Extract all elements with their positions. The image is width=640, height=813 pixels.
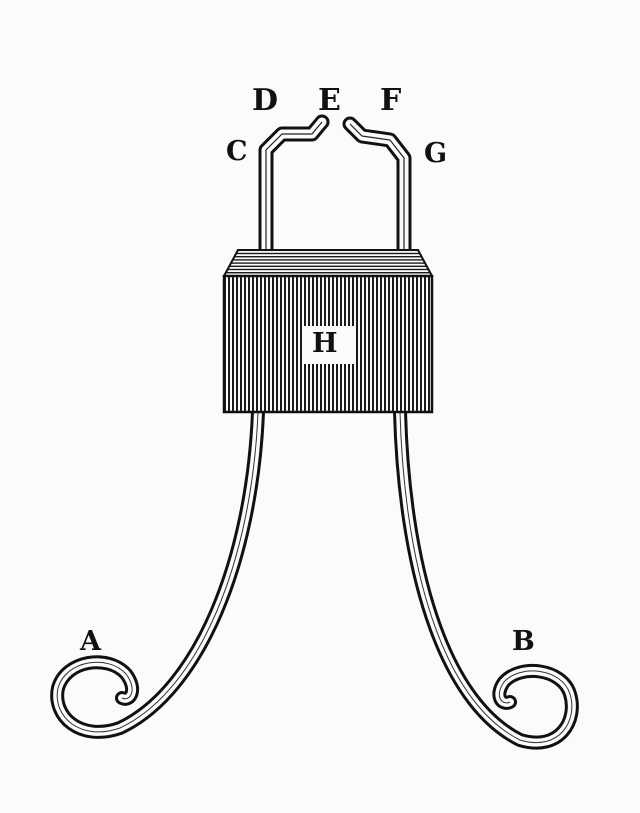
label-g: G [424, 138, 448, 169]
left-lower-wire [50, 405, 265, 739]
box-h [222, 249, 434, 414]
left-upper-wire [258, 114, 330, 270]
label-a: A [80, 626, 101, 657]
label-e: E [318, 83, 341, 118]
label-c: C [226, 136, 248, 167]
label-d: D [252, 83, 279, 118]
label-b: B [512, 626, 535, 657]
right-upper-wire [342, 116, 412, 270]
label-h: H [312, 328, 338, 359]
right-lower-wire [393, 405, 579, 750]
label-f: F [380, 83, 402, 118]
